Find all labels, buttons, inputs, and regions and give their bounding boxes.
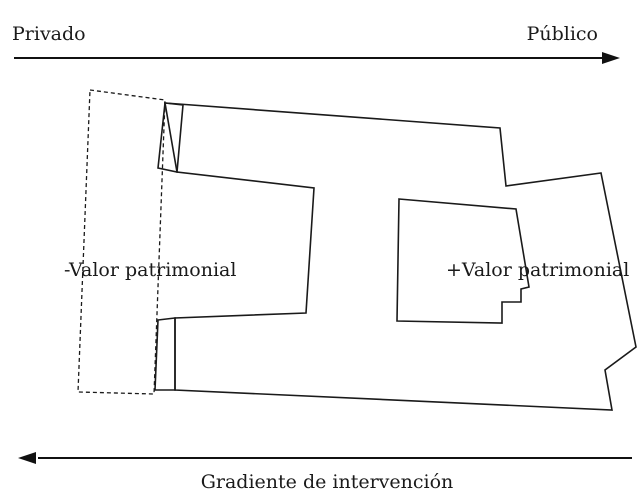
top-arrow — [14, 52, 620, 64]
connector-bottom — [154, 317, 176, 391]
publico-label: Público — [527, 23, 598, 45]
building-outline — [164, 102, 637, 411]
privado-label: Privado — [12, 23, 86, 45]
courtyard-outline — [396, 198, 530, 324]
connector-top — [157, 102, 184, 173]
gradiente-label: Gradiente de intervención — [201, 471, 454, 493]
top-arrow-head — [602, 52, 620, 64]
dashed-outline — [77, 89, 166, 395]
right-valor-label: +Valor patrimonial — [446, 259, 629, 281]
bottom-arrow-head — [18, 452, 36, 464]
left-valor-label: -Valor patrimonial — [64, 259, 236, 281]
bottom-arrow — [18, 452, 632, 464]
